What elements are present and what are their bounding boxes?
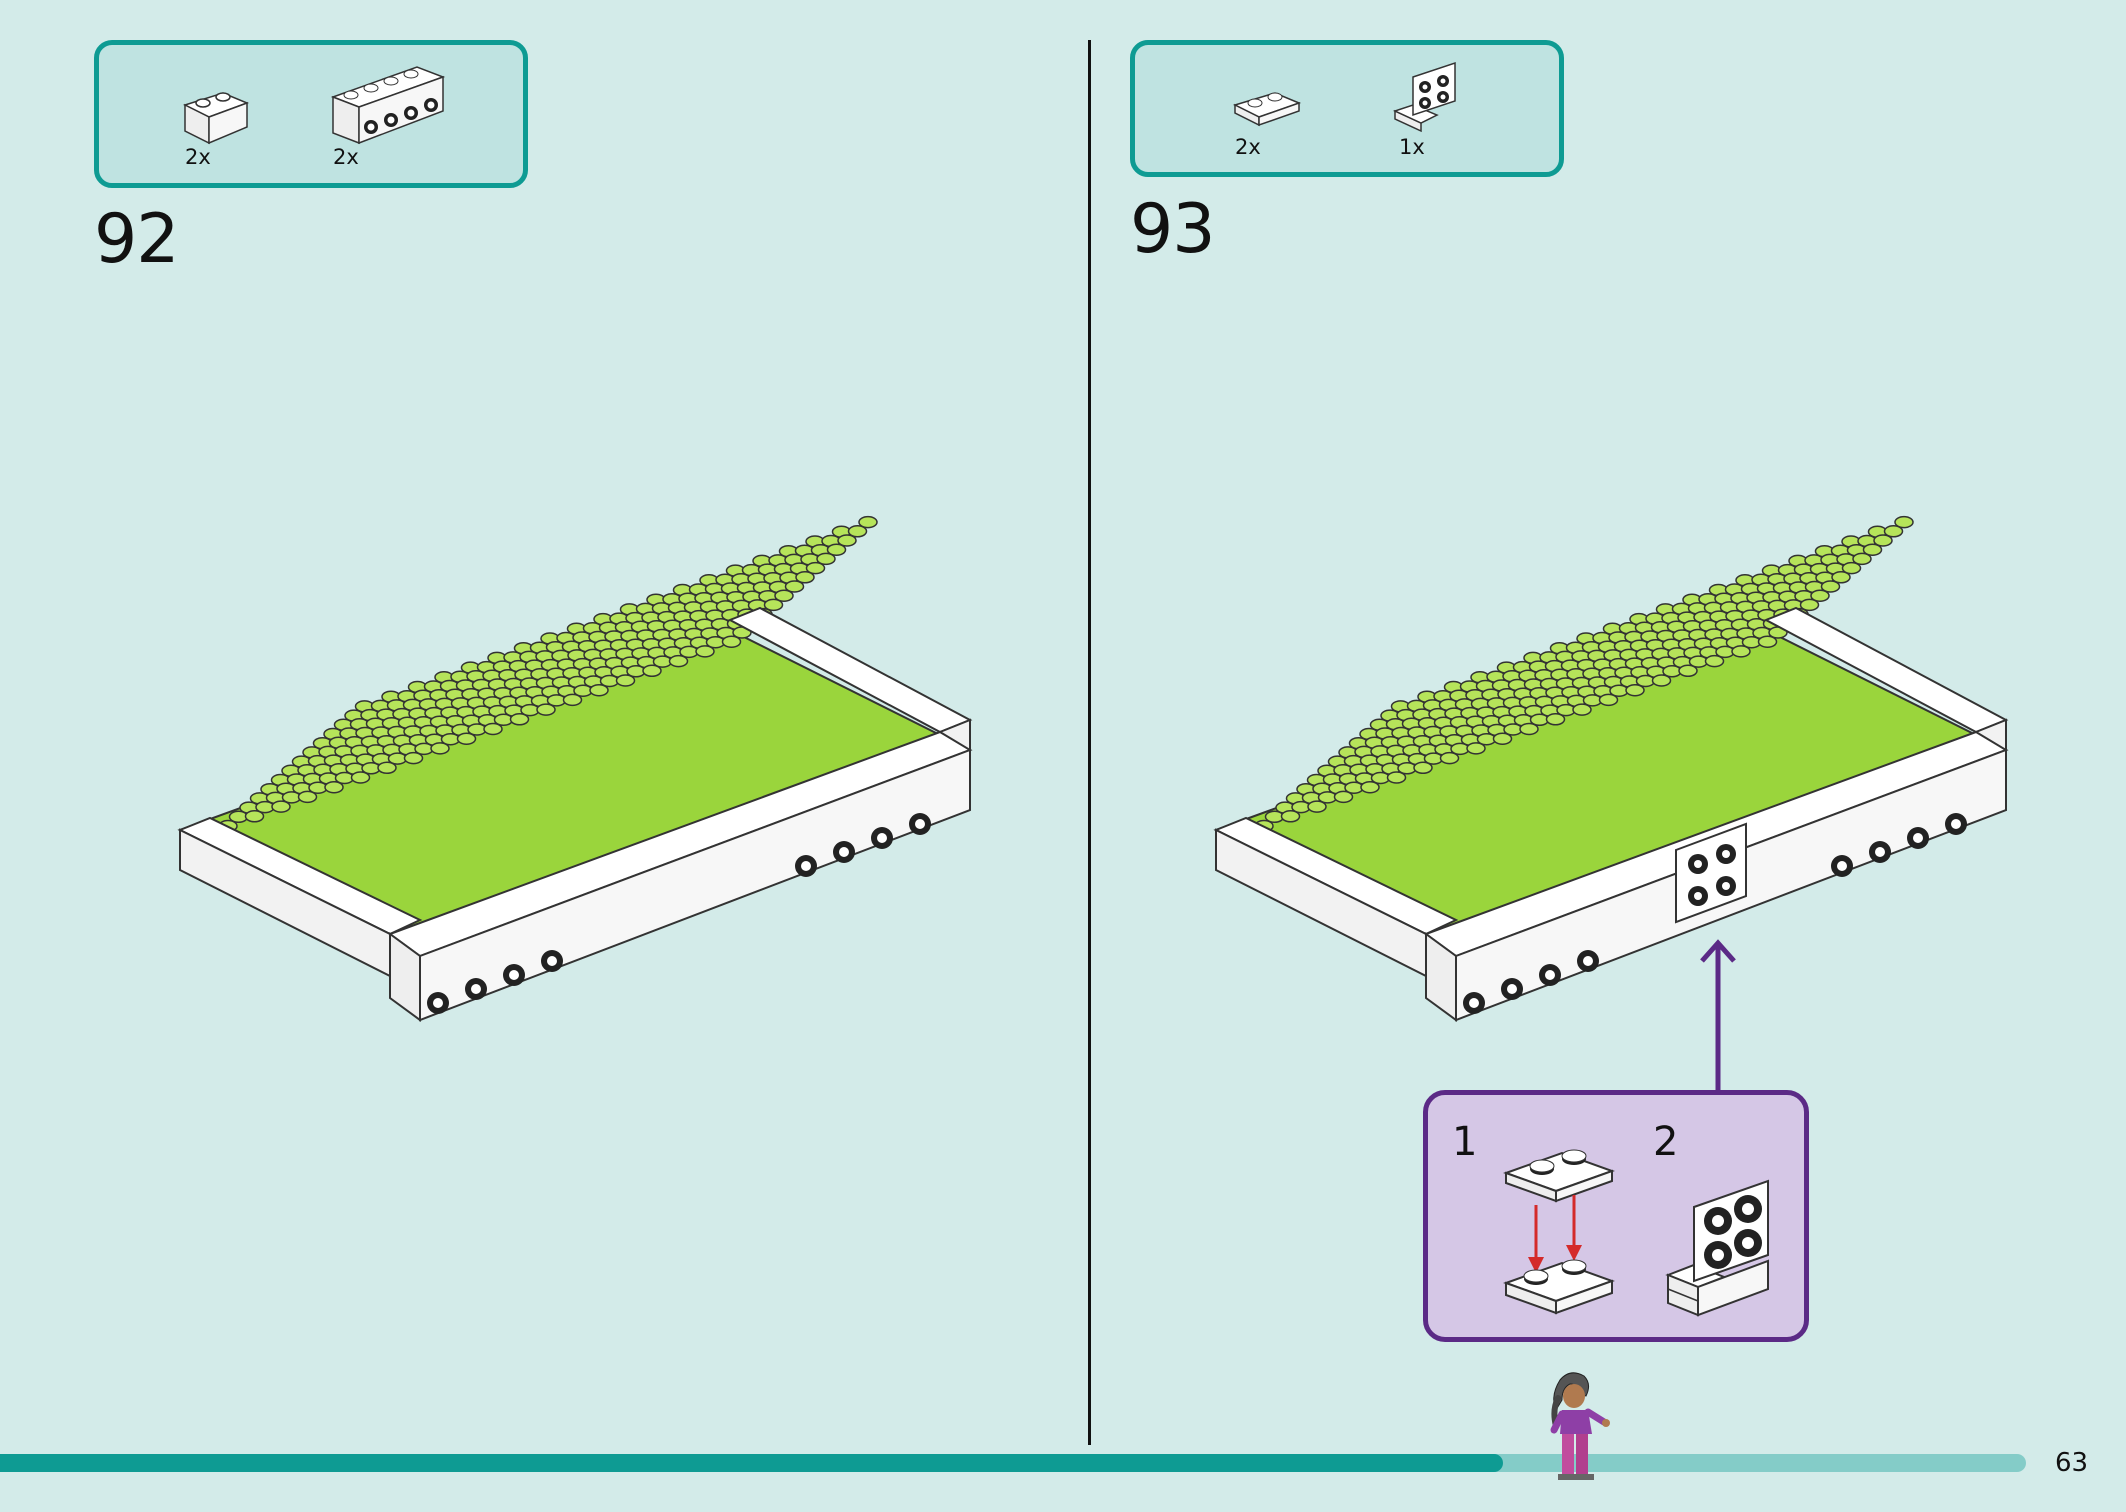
page-number: 63 bbox=[2055, 1448, 2089, 1478]
baseplate-stud bbox=[324, 780, 344, 794]
baseplate-stud bbox=[1598, 693, 1619, 707]
baseplate-stud bbox=[1439, 751, 1460, 765]
baseplate-stud bbox=[1572, 703, 1592, 716]
baseplate-stud bbox=[1873, 534, 1893, 547]
baseplate-stud bbox=[377, 761, 397, 775]
progress-fill bbox=[0, 1454, 1503, 1472]
part-qty: 2x bbox=[333, 145, 359, 169]
subassembly-callout: 1 2 bbox=[1423, 1090, 1809, 1342]
baseplate-stud bbox=[589, 683, 609, 697]
model-illustration-step-93 bbox=[1213, 515, 2009, 1022]
page-divider bbox=[1088, 40, 1091, 1445]
baseplate-stud bbox=[509, 713, 530, 726]
substep-number: 2 bbox=[1653, 1119, 1679, 1165]
baseplate-stud bbox=[805, 561, 826, 575]
step-number: 92 bbox=[94, 200, 180, 279]
part-qty: 1x bbox=[1399, 135, 1425, 159]
model-illustration-step-92 bbox=[177, 515, 973, 1022]
baseplate-stud bbox=[1799, 598, 1820, 612]
baseplate-stud bbox=[1894, 515, 1914, 529]
baseplate-stud bbox=[1280, 810, 1301, 823]
baseplate-stud bbox=[1333, 790, 1354, 804]
baseplate-stud bbox=[774, 589, 794, 602]
baseplate-stud bbox=[350, 771, 371, 784]
parts-list-step-93: 2x 1x bbox=[1130, 40, 1564, 177]
baseplate-stud bbox=[642, 664, 662, 678]
substep-number: 1 bbox=[1452, 1119, 1478, 1165]
parts-list-step-92: 2x 2x bbox=[94, 40, 528, 188]
baseplate-stud bbox=[1883, 525, 1904, 538]
step-number: 93 bbox=[1130, 190, 1216, 269]
baseplate-stud bbox=[1678, 664, 1698, 678]
baseplate-stud bbox=[1704, 654, 1725, 668]
baseplate-stud bbox=[1651, 674, 1672, 687]
baseplate-stud bbox=[721, 635, 742, 648]
callout-pointer-arrow-icon bbox=[1700, 939, 1736, 1095]
baseplate-stud bbox=[858, 515, 878, 529]
baseplate-stud bbox=[1820, 580, 1841, 593]
baseplate-stud bbox=[784, 580, 805, 593]
baseplate-stud bbox=[1831, 571, 1851, 584]
baseplate-stud bbox=[826, 543, 847, 556]
baseplate-stud bbox=[1307, 800, 1327, 813]
baseplate-stud bbox=[536, 703, 556, 716]
baseplate-stud bbox=[816, 552, 836, 566]
baseplate-stud bbox=[1862, 543, 1883, 556]
baseplate-stud bbox=[244, 810, 265, 823]
baseplate-stud bbox=[668, 654, 689, 668]
baseplate-stud bbox=[1386, 771, 1407, 784]
baseplate-stud bbox=[1466, 742, 1486, 755]
baseplate-stud bbox=[483, 722, 503, 736]
substep-2-bracket-assembly-icon bbox=[1665, 1179, 1769, 1317]
baseplate-stud bbox=[837, 534, 857, 547]
baseplate-stud bbox=[1413, 761, 1433, 775]
baseplate-stud bbox=[271, 800, 291, 813]
white-1x2-brick-icon bbox=[183, 92, 250, 145]
baseplate-stud bbox=[1810, 589, 1830, 602]
baseplate-stud bbox=[1519, 722, 1539, 736]
baseplate-stud bbox=[456, 732, 477, 745]
baseplate-stud bbox=[615, 674, 636, 687]
part-qty: 2x bbox=[1235, 135, 1261, 159]
substep-1-plates-icon bbox=[1503, 1149, 1615, 1315]
baseplate-stud bbox=[1757, 635, 1778, 648]
baseplate-stud bbox=[430, 742, 450, 755]
baseplate-stud bbox=[562, 693, 583, 707]
baseplate-stud bbox=[1492, 732, 1513, 745]
baseplate-stud bbox=[1841, 561, 1862, 575]
baseplate-stud bbox=[1852, 552, 1872, 566]
baseplate-stud bbox=[297, 790, 318, 804]
baseplate-stud bbox=[847, 525, 868, 538]
baseplate-stud bbox=[403, 751, 424, 765]
white-bracket-2x2-icon bbox=[1392, 61, 1456, 133]
baseplate-stud bbox=[695, 645, 715, 658]
baseplate-stud bbox=[795, 571, 815, 584]
white-1x2-plate-icon bbox=[1232, 92, 1302, 127]
baseplate-stud bbox=[1731, 645, 1751, 658]
baseplate-stud bbox=[1625, 683, 1645, 697]
baseplate-stud bbox=[1360, 780, 1380, 794]
baseplate-stud bbox=[763, 598, 784, 612]
minifigure-icon bbox=[1550, 1372, 1610, 1480]
part-qty: 2x bbox=[185, 145, 211, 169]
white-1x4-brick-with-side-studs-icon bbox=[330, 66, 446, 145]
baseplate-stud bbox=[1545, 713, 1566, 726]
